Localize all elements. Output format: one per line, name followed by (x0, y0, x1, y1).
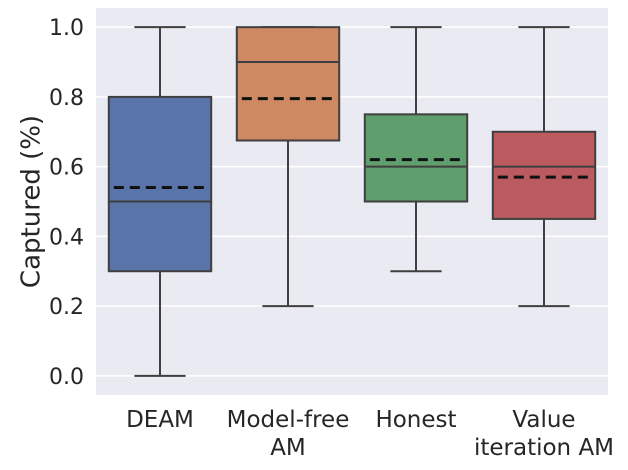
x-category-label-line: Value (512, 407, 575, 433)
x-category-label-line: iteration AM (474, 435, 614, 461)
y-axis-label: Captured (%) (17, 115, 47, 288)
y-tick-labels: 0.0 0.2 0.4 0.6 0.8 1.0 (49, 16, 84, 390)
box-group (235, 26, 341, 308)
iqr-box (107, 95, 213, 273)
boxes (107, 26, 597, 377)
iqr-box (235, 26, 341, 142)
x-category-label-line: AM (270, 435, 306, 461)
y-tick-label: 0.8 (49, 86, 84, 111)
x-category-label: DEAM (126, 407, 194, 433)
box-group (363, 26, 469, 273)
y-tick-label: 0.0 (49, 365, 84, 390)
iqr-box (363, 113, 469, 203)
x-category-label-line: Honest (375, 407, 456, 433)
y-tick-label: 0.4 (49, 225, 84, 250)
y-tick-label: 0.6 (49, 156, 84, 181)
y-tick-label: 1.0 (49, 16, 84, 41)
iqr-box (491, 130, 597, 220)
x-category-label: Honest (375, 407, 456, 433)
y-tick-label: 0.2 (49, 295, 84, 320)
box-group (491, 26, 597, 308)
box-group (107, 26, 213, 377)
x-category-label-line: DEAM (126, 407, 194, 433)
x-category-label-line: Model-free (227, 407, 350, 433)
